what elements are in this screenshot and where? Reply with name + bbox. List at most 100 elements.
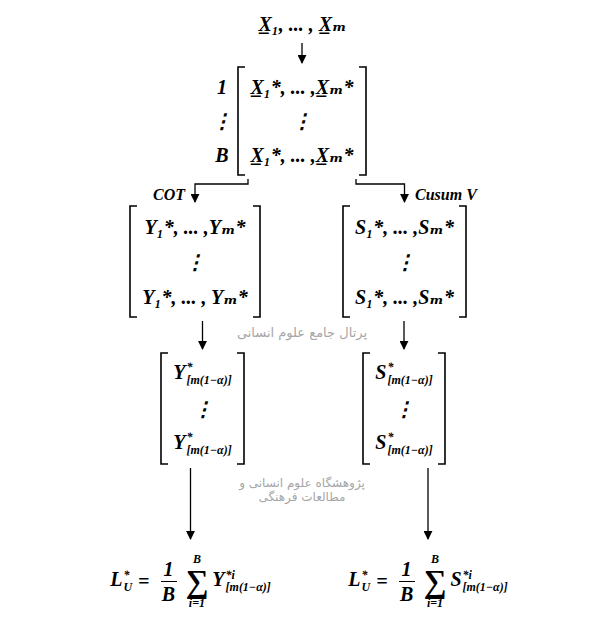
- matrix-row: Y₁*, ... , Yₘ*: [142, 279, 248, 314]
- superscript: *i: [463, 569, 508, 582]
- math-term: ⋮: [395, 250, 415, 274]
- right-bracket: [459, 206, 466, 317]
- denominator: B: [162, 582, 175, 606]
- left-bracket: [130, 206, 137, 317]
- superscript: *: [361, 569, 370, 582]
- math-symbol: ⋮: [394, 398, 414, 420]
- matrix-row: L*U=1BB∑i=1Y*i[m(1−α)]: [110, 542, 271, 620]
- matrix-row: Y*[m(1−α)]: [173, 426, 232, 461]
- superscript: *i: [226, 569, 271, 582]
- formula-box: L*U=1BB∑i=1Y*i[m(1−α)]: [106, 542, 275, 620]
- watermark-text: پرتال جامع علوم انسانی: [222, 325, 382, 340]
- matrix-row: ⋮: [142, 244, 248, 279]
- subscript: U: [123, 581, 132, 594]
- superscript: *: [387, 431, 432, 444]
- edge-label: Cusum V: [413, 186, 479, 204]
- math-term: Y₁*, ... ,Yₘ*: [145, 215, 246, 239]
- left-bracket: [343, 206, 350, 317]
- subscript: [m(1−α)]: [387, 374, 432, 387]
- matrix-box: S*[m(1−α)]⋮S*[m(1−α)]: [361, 352, 447, 465]
- row-label: 1: [217, 76, 227, 99]
- flow-arrow: [427, 468, 428, 539]
- node-body: S*[m(1−α)]⋮S*[m(1−α)]: [361, 352, 447, 465]
- math-symbol: X̲₁, ... , X̲ₘ: [258, 13, 346, 35]
- matrix-row: X̲₁*, ... ,X̲ₘ*: [250, 70, 354, 104]
- math-term: =: [376, 570, 387, 593]
- math-term: ⋮: [193, 397, 213, 421]
- math-symbol: X̲₁*, ... ,X̲ₘ*: [250, 144, 353, 166]
- script-stack: *[m(1−α)]: [186, 361, 231, 386]
- row-label: B: [215, 144, 228, 167]
- math-term: S*[m(1−α)]: [375, 431, 432, 457]
- math-symbol: L: [348, 568, 360, 590]
- matrix-row: S*[m(1−α)]: [375, 426, 433, 461]
- math-term: =: [138, 570, 149, 593]
- sum-operator: B∑i=1: [424, 553, 447, 609]
- math-term: Y*[m(1−α)]: [173, 431, 231, 457]
- subscript: [m(1−α)]: [186, 444, 231, 457]
- fraction: 1B: [161, 557, 177, 606]
- subscript: [m(1−α)]: [463, 581, 508, 594]
- math-symbol: S: [375, 361, 386, 383]
- numerator: 1: [161, 557, 177, 582]
- flow-arrow: [403, 321, 404, 349]
- math-symbol: =: [138, 570, 149, 592]
- lower-limit: i=1: [427, 597, 443, 609]
- right-bracket: [359, 67, 366, 175]
- math-term: Y*[m(1−α)]: [173, 361, 231, 387]
- math-term: X̲₁*, ... ,X̲ₘ*: [250, 143, 353, 167]
- math-symbol: S: [450, 568, 461, 590]
- math-symbol: S₁*, ... ,Sₘ*: [355, 286, 454, 308]
- math-term: ⋮: [185, 250, 205, 274]
- subscript: U: [361, 581, 370, 594]
- superscript: *: [387, 361, 432, 374]
- row-label-row: B: [212, 138, 232, 172]
- matrix-box: S₁*, ... ,Sₘ* ⋮ S₁*, ... ,Sₘ*: [341, 205, 468, 318]
- subscript: [m(1−α)]: [226, 581, 271, 594]
- math-symbol: Y₁*, ... , Yₘ*: [142, 286, 248, 308]
- script-stack: *U: [123, 569, 132, 594]
- flow-arrow: [301, 43, 302, 63]
- row-label-row: ⋮: [212, 104, 232, 138]
- left-bracket: [363, 353, 370, 464]
- node-body: X̲₁, ... , X̲ₘ: [254, 8, 351, 40]
- matrix-row: ⋮: [250, 104, 354, 138]
- right-bracket: [237, 353, 244, 464]
- math-term: Y₁*, ... , Yₘ*: [142, 285, 248, 309]
- matrix-row: S₁*, ... ,Sₘ*: [355, 209, 454, 244]
- math-term: X̲₁*, ... ,X̲ₘ*: [250, 75, 353, 99]
- matrix-row: ⋮: [355, 244, 454, 279]
- math-symbol: =: [376, 570, 387, 592]
- matrix-row: X̲₁, ... , X̲ₘ: [258, 8, 347, 40]
- script-stack: *U: [361, 569, 370, 594]
- math-symbol: Y: [212, 568, 224, 590]
- math-symbol: S: [375, 431, 386, 453]
- formula-box: X̲₁, ... , X̲ₘ: [254, 8, 351, 40]
- row-labels: 1 ⋮ B: [212, 70, 236, 172]
- math-symbol: ⋮: [292, 110, 312, 132]
- script-stack: *[m(1−α)]: [387, 431, 432, 456]
- upper-limit: B: [431, 553, 439, 565]
- right-bracket: [438, 353, 445, 464]
- right-bracket: [253, 206, 260, 317]
- math-term: S₁*, ... ,Sₘ*: [355, 215, 454, 239]
- math-symbol: Y₁*, ... ,Yₘ*: [145, 216, 246, 238]
- math-symbol: Y: [173, 431, 185, 453]
- matrix-row: ⋮: [375, 391, 433, 426]
- matrix-row: X̲₁*, ... ,X̲ₘ*: [250, 138, 354, 172]
- matrix-box: X̲₁*, ... ,X̲ₘ*⋮X̲₁*, ... ,X̲ₘ*1⋮B: [236, 66, 368, 176]
- math-term: Y*i[m(1−α)]: [212, 568, 270, 594]
- node-body: X̲₁*, ... ,X̲ₘ* ⋮ X̲₁*, ... ,X̲ₘ*: [236, 66, 368, 176]
- matrix-row: S*[m(1−α)]: [375, 356, 433, 391]
- row-label: ⋮: [212, 109, 232, 133]
- matrix-row: Y*[m(1−α)]: [173, 356, 232, 391]
- math-symbol: ⋮: [395, 251, 415, 273]
- left-bracket: [238, 67, 245, 175]
- subscript: [m(1−α)]: [387, 444, 432, 457]
- script-stack: *i[m(1−α)]: [463, 569, 508, 594]
- matrix-box: Y₁*, ... ,Yₘ* ⋮ Y₁*, ... , Yₘ*: [128, 205, 262, 318]
- math-symbol: L: [110, 568, 122, 590]
- superscript: *: [186, 361, 231, 374]
- numerator: 1: [399, 557, 415, 582]
- matrix-row: S₁*, ... ,Sₘ*: [355, 279, 454, 314]
